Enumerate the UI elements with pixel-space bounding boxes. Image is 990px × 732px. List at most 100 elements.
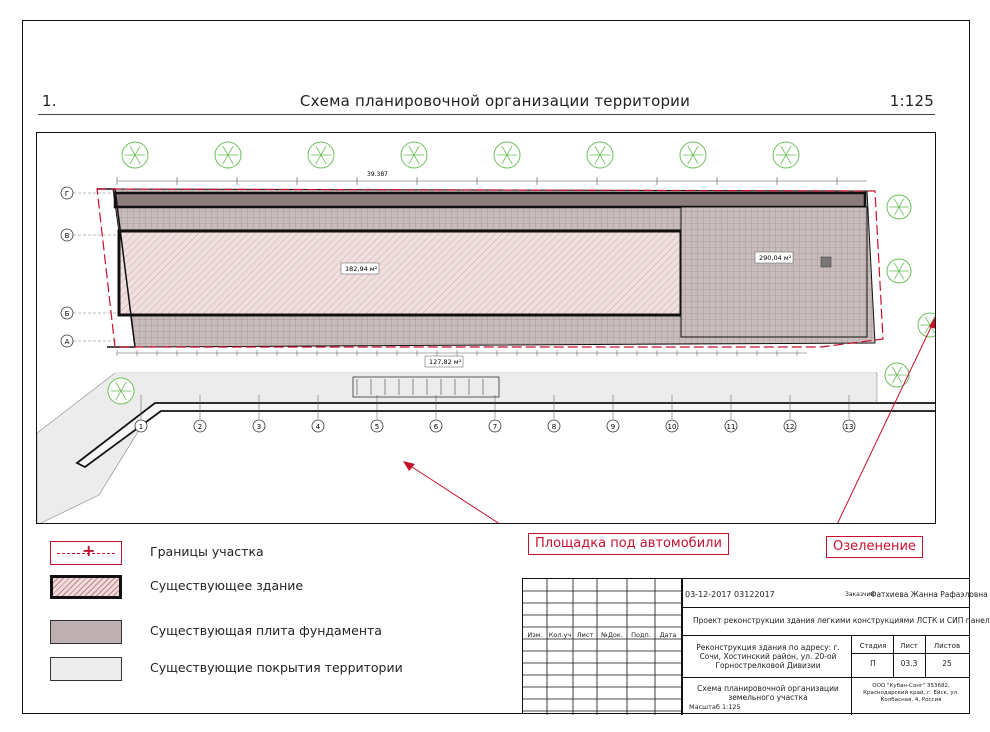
tree-branch [594,154,601,165]
tree-branch [896,374,903,384]
building-top-strip [113,191,867,209]
sheets-label: Листов [933,642,961,650]
tree-branch [898,206,905,216]
tree-branch [599,154,606,165]
stamp-divider [681,579,683,715]
tree-branch [227,145,234,156]
area-label: 127,82 м² [429,358,462,366]
area-label: 290,04 м² [759,254,792,262]
tree-branch [413,154,420,165]
tree-branch [898,198,905,208]
tree-branch [506,154,513,165]
east-block [680,206,868,338]
tree-branch [315,154,322,165]
callout-leader-greenery [837,322,934,523]
road-kerb [75,402,935,469]
tree-branch [785,154,792,165]
row-axis-label: Б [65,310,70,318]
area-label-box [424,355,464,368]
sheet-label: Лист [900,642,918,650]
axis-label: 7 [493,423,497,431]
stamp-divider [851,635,852,715]
drawing-sheet-frame [22,20,970,714]
tree-branch [115,381,122,392]
tree-branch [506,145,513,156]
tree-branch [320,145,327,156]
rev-col-header: Изм. [527,631,543,639]
tree-branch [893,270,900,280]
legend-label: Существующая плита фундамента [150,623,382,638]
stamp-divider [851,653,969,654]
axis-bubble [842,419,856,433]
tree-branch [501,154,508,165]
rev-col-header: №Док. [601,631,623,639]
tree-branch [315,145,322,156]
tree-branch [785,145,792,156]
tree-branch [120,381,127,392]
sheets-value: 25 [942,659,952,668]
axis-label: 4 [316,423,321,431]
tree-branch [408,145,415,156]
column-mark [820,256,832,268]
tree-branch [898,270,905,280]
tree-branch [924,316,931,326]
stamp-divider [681,607,969,608]
rev-col-header: Дата [659,631,677,639]
axis-bubble [311,419,325,433]
customer-label: Заказчик: [845,591,877,598]
tree-branch [134,154,141,165]
tree-branch [413,145,420,156]
tree-branch [780,154,787,165]
area-label-box [340,262,380,275]
rev-col-header: Кол.уч [548,631,572,639]
axis-label: 3 [257,423,261,431]
callout-arrow-parking [403,461,415,471]
axis-label: 11 [727,423,736,431]
axis-label: 8 [552,423,556,431]
tree-branch [692,145,699,156]
axis-bubble [252,419,266,433]
callout-leader-parking [408,464,500,523]
stage-value: П [870,659,876,668]
axis-bubble [606,419,620,433]
area-label-box [754,251,794,264]
tree-branch [687,145,694,156]
revision-table: Изм. Кол.уч Лист №Док. Подп. Дата [523,579,681,715]
axis-bubble [429,419,443,433]
tree-branch [129,154,136,165]
tree-branch [692,154,699,165]
tree-branch [594,145,601,156]
stairs [352,376,500,398]
tree-branch [924,324,931,334]
area-label: 182,94 м² [345,265,378,273]
axis-bubble [134,419,148,433]
axis-label: 10 [668,423,677,431]
tree-branch [929,316,935,326]
stamp-divider [681,677,969,678]
callout-arrow-greenery [929,317,935,329]
axis-bubble [193,419,207,433]
rev-col-header: Лист [576,631,594,639]
axis-label: 2 [198,423,202,431]
tree-branch [129,145,136,156]
stamp-divider [681,635,969,636]
legend-label: Существующие покрытия территории [150,660,403,675]
tree-branch [898,262,905,272]
row-axis-label: Г [65,190,69,198]
stamp-scale: Масштаб 1:125 [689,703,741,711]
axis-bubble [783,419,797,433]
stamp-divider [925,635,926,677]
tree-branch [780,145,787,156]
axis-label: 13 [845,423,854,431]
tree-branch [115,390,122,401]
axis-bubble [370,419,384,433]
axis-label: 9 [611,423,615,431]
legend-swatch-boundary [50,541,122,565]
dimension-total: 39.387 [367,171,388,178]
axis-bubble [724,419,738,433]
sheet-scale: 1:125 [889,92,934,110]
title-underline [38,114,935,115]
sheet-value: 03.3 [900,659,918,668]
